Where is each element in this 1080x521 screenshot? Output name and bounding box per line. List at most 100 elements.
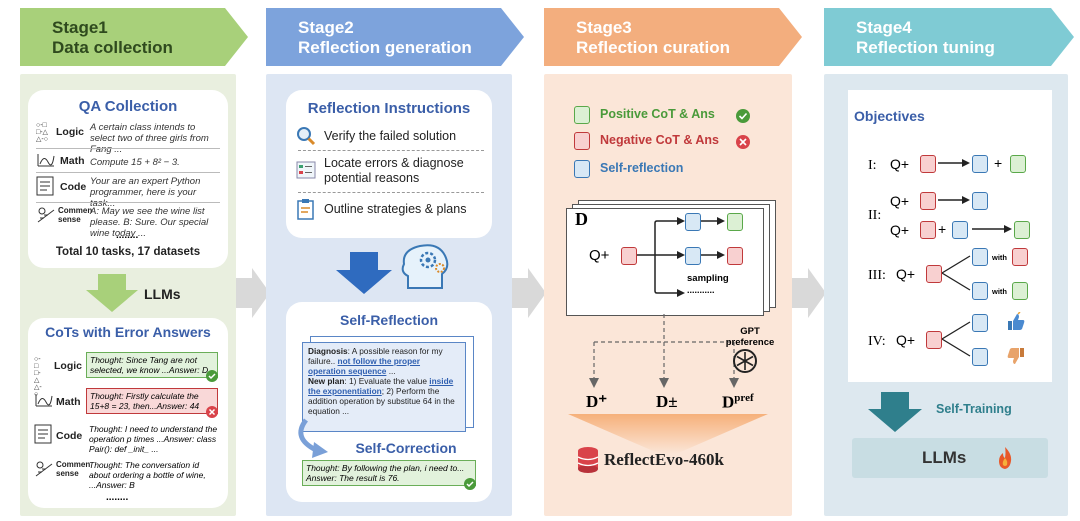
d-pref-label: Dpref (722, 392, 754, 413)
negative-legend-swatch (574, 132, 590, 150)
database-icon (577, 447, 599, 473)
fire-icon (999, 447, 1012, 469)
plan-label: New plan (308, 376, 345, 386)
objectives-title: Objectives (854, 108, 925, 124)
instruction-divider (298, 192, 484, 194)
stage2-subtitle: Reflection generation (298, 38, 472, 57)
objectives-card: Objectives I: Q+ + Q+ II: Q+ + III: Q+ w… (848, 90, 1052, 382)
stage2-banner: Stage2 Reflection generation (266, 8, 524, 66)
commonsense-icon (37, 207, 55, 223)
brain-gear-icon (401, 244, 449, 289)
objective-i-ref (972, 155, 988, 173)
sampling-label: sampling (687, 273, 729, 284)
diagnosis-highlight: not follow the proper operation sequence (308, 356, 421, 376)
self-reflection-card: Self-Reflection Diagnosis: A possible re… (286, 302, 492, 502)
objective-i-pos (1010, 155, 1026, 173)
cross-icon (736, 135, 750, 149)
objective-iv-label: IV: (868, 334, 886, 349)
stage1-title: Stage1 (52, 18, 108, 37)
diagnosis-label: Diagnosis (308, 346, 348, 356)
with-label-2: with (992, 287, 1007, 296)
openai-icon (733, 349, 757, 373)
cot-dots: ........ (106, 492, 129, 503)
objective-i-label: I: (868, 158, 877, 173)
branch-arrows (637, 217, 725, 297)
stage2-title: Stage2 (298, 18, 354, 37)
objective-iii-neg (926, 265, 942, 283)
objective-iii-neg-2 (1012, 248, 1028, 266)
qa-dots: ........ (116, 230, 139, 241)
stage3-subtitle: Reflection curation (576, 38, 730, 57)
positive-legend-swatch (574, 106, 590, 124)
d-plus-label: D⁺ (586, 392, 608, 411)
objective-iii-q: Q+ (896, 266, 916, 282)
objective-ii-label: II: (868, 208, 882, 223)
qa-divider (36, 202, 220, 203)
qa-text-math: Compute 15 + 8² − 3. (90, 157, 180, 168)
qa-text-logic: A certain class intends to select two of… (90, 122, 209, 155)
code-icon (34, 424, 52, 444)
qa-divider (36, 148, 220, 149)
cot-thought-logic: Thought: Since Tang are not selected, we… (86, 352, 218, 378)
reflection-box-2 (685, 247, 701, 265)
qa-collection-title: QA Collection (78, 98, 178, 115)
thumbs-up-icon (1008, 312, 1025, 330)
cot-label-commonsense: Commen sense (56, 460, 91, 478)
self-reflection-legend-label: Self-reflection (600, 161, 684, 175)
dataset-name: ReflectEvo-460k (604, 450, 724, 469)
stage4-llms-label: LLMs (922, 448, 967, 467)
objective-i-q: Q+ (890, 156, 910, 172)
self-training-label: Self-Training (936, 402, 1012, 416)
plus-sign: + (938, 221, 947, 237)
objective-i-neg (920, 155, 936, 173)
stage3-banner: Stage3 Reflection curation (544, 8, 802, 66)
qa-divider (36, 172, 220, 173)
self-reflection-title: Self-Reflection (339, 312, 438, 328)
positive-answer-box (727, 213, 743, 231)
stage1-subtitle: Data collection (52, 38, 173, 57)
cot-thought-code: Thought: I need to understand the operat… (89, 424, 218, 454)
plan-highlight: inside the exponentiation (308, 376, 454, 396)
magnifier-icon (297, 127, 316, 146)
plan-text-2: ; 2) Perform the addition operation by s… (308, 386, 455, 416)
down-arrow-icon (868, 392, 922, 432)
stage4-subtitle: Reflection tuning (856, 38, 995, 57)
dataset-split-lines (589, 314, 739, 388)
plan-text: : 1) Evaluate the value (344, 376, 430, 386)
qa-collection-card: QA Collection ○-□□-△△-○ Logic A certain … (28, 90, 228, 268)
flow-arrow-1 (236, 268, 270, 318)
arrow-icon (938, 159, 970, 167)
cot-thought-math: Thought: Firstly calculate the 15+8 = 23… (86, 388, 218, 414)
self-correction-title: Self-Correction (355, 440, 457, 456)
objective-ii-neg-1 (920, 192, 936, 210)
gpt-preference-label: GPT preference (725, 326, 775, 348)
funnel-shape (568, 414, 768, 454)
down-arrow-icon (336, 252, 392, 294)
thumbs-down-icon (1007, 348, 1024, 364)
flow-arrow-2 (512, 268, 546, 318)
instruction-divider (298, 150, 484, 152)
cross-icon (206, 406, 218, 418)
qa-label-commonsense: Commen sense (58, 206, 93, 224)
stage4-banner: Stage4 Reflection tuning (824, 8, 1074, 66)
d-pm-label: D± (656, 392, 678, 411)
math-icon (35, 394, 53, 407)
stage2-panel: Reflection Instructions Verify the faile… (266, 74, 512, 516)
qa-label-code: Code (60, 181, 87, 193)
negative-answer-box-2 (727, 247, 743, 265)
cot-title: CoTs with Error Answers (45, 324, 211, 340)
dataset-d-label: D (575, 209, 588, 229)
self-correction-note: Thought: By following the plan, i need t… (302, 460, 476, 486)
arrow-icon (972, 225, 1012, 233)
sampling-dots: ........... (687, 285, 715, 295)
with-label-1: with (992, 253, 1007, 262)
objective-ii-pos (1014, 221, 1030, 239)
flow-arrow-3 (792, 268, 826, 318)
self-reflection-legend-swatch (574, 160, 590, 178)
stage1-panel: QA Collection ○-□□-△△-○ Logic A certain … (20, 74, 236, 516)
qa-text-code: Your are an expert Python programmer, he… (90, 176, 201, 209)
instructions-title: Reflection Instructions (307, 100, 471, 117)
logic-icon: ○-□□-△△-○ (36, 122, 48, 143)
reflection-box-1 (685, 213, 701, 231)
positive-legend-label: Positive CoT & Ans (600, 107, 715, 121)
